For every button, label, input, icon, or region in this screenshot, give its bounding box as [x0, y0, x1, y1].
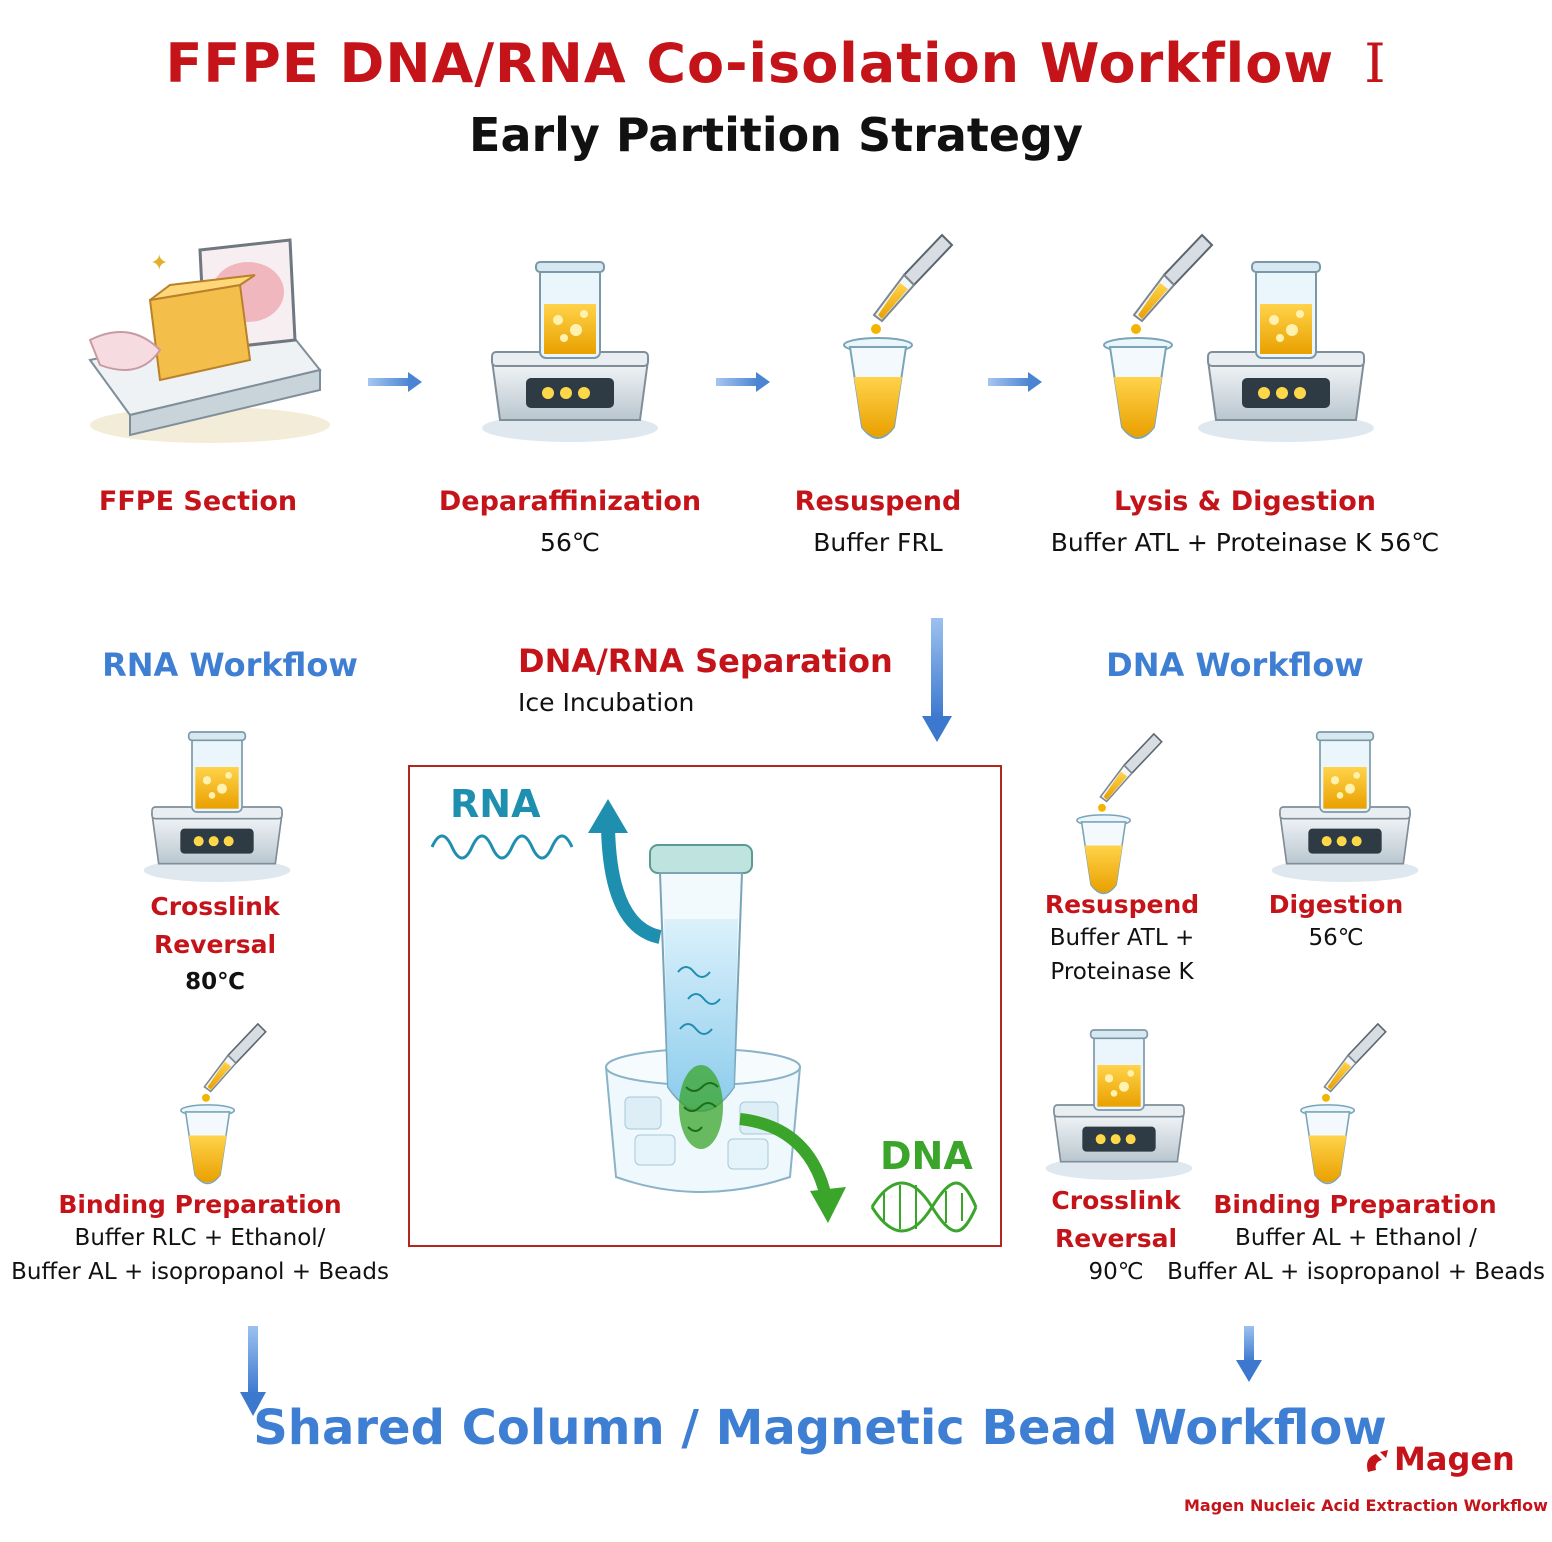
dna-binding-detail-2: Buffer AL + isopropanol + Beads: [1167, 1259, 1545, 1285]
svg-text:✦: ✦: [150, 251, 168, 276]
step-detail-resuspend: Buffer FRL: [813, 528, 943, 557]
rna-binding-label: Binding Preparation: [58, 1190, 342, 1219]
rna-crosslink-heat-block-icon: [142, 731, 292, 883]
dna-resuspend-pipette-tube-icon: [1076, 733, 1163, 895]
dna-workflow-heading: DNA Workflow: [1106, 646, 1364, 684]
title-text: FFPE DNA/RNA Co-isolation Workflow: [165, 32, 1335, 95]
step-label-deparaffinization: Deparaffinization: [438, 486, 702, 517]
dna-crosslink-detail: 90℃: [1088, 1259, 1144, 1285]
dna-binding-pipette-tube-icon: [1300, 1023, 1387, 1185]
separation-detail: Ice Incubation: [518, 688, 695, 717]
ice-separation-illustration: [430, 799, 978, 1233]
magen-logo: Magen: [1394, 1440, 1515, 1478]
lysis-heat-block-icon: [1197, 261, 1375, 443]
dna-binding-detail-1: Buffer AL + Ethanol /: [1235, 1225, 1477, 1251]
rna-crosslink-detail: 80℃: [185, 969, 245, 995]
resuspend-pipette-tube-icon: [843, 234, 953, 439]
step-label-ffpe-section: FFPE Section: [98, 486, 298, 517]
dna-digestion-label: Digestion: [1268, 890, 1404, 919]
dna-resuspend-detail-1: Buffer ATL +: [1049, 925, 1195, 951]
rna-crosslink-label-1: Crosslink: [150, 892, 280, 921]
dna-crosslink-label-1: Crosslink: [1051, 1186, 1181, 1215]
rna-binding-detail-1: Buffer RLC + Ethanol/: [74, 1225, 326, 1251]
rna-label: RNA: [450, 782, 541, 826]
step-label-resuspend: Resuspend: [794, 486, 962, 517]
dna-digestion-detail: 56℃: [1308, 925, 1364, 951]
rna-binding-detail-2: Buffer AL + isopropanol + Beads: [11, 1259, 389, 1285]
dna-crosslink-label-2: Reversal: [1054, 1224, 1178, 1253]
step-detail-lysis-digestion: Buffer ATL + Proteinase K 56℃: [1050, 528, 1440, 557]
arrow-down-icon: [922, 618, 952, 742]
ffpe-section-icon: ✦: [88, 238, 330, 443]
step-label-lysis-digestion: Lysis & Digestion: [1113, 486, 1377, 517]
arrow-down-icon: [240, 1326, 266, 1416]
arrow-right-icon: [716, 372, 770, 392]
dna-resuspend-label: Resuspend: [1044, 890, 1200, 919]
rna-crosslink-label-2: Reversal: [153, 930, 277, 959]
page-subtitle: Early Partition Strategy: [469, 108, 1083, 162]
separation-label: DNA/RNA Separation: [518, 642, 893, 680]
deparaffinization-heat-block-icon: [481, 261, 659, 443]
step-detail-deparaffinization: 56℃: [540, 528, 600, 557]
dna-label: DNA: [880, 1134, 973, 1178]
shared-workflow-label: Shared Column / Magnetic Bead Workflow: [253, 1400, 1387, 1456]
rna-workflow-heading: RNA Workflow: [102, 646, 358, 684]
arrow-right-icon: [988, 372, 1042, 392]
dna-digestion-heat-block-icon: [1270, 731, 1420, 883]
rna-binding-pipette-tube-icon: [180, 1023, 267, 1185]
separation-panel: [408, 765, 1002, 1247]
arrow-down-icon: [1236, 1326, 1262, 1382]
page-title: FFPE DNA/RNA Co-isolation Workflow Ⅰ: [0, 32, 1552, 95]
dna-crosslink-heat-block-icon: [1044, 1029, 1194, 1181]
magnet-icon: [1367, 1450, 1388, 1472]
arrow-right-icon: [368, 372, 422, 392]
dna-resuspend-detail-2: Proteinase K: [1050, 959, 1194, 985]
title-numeral: Ⅰ: [1364, 32, 1387, 95]
dna-binding-label: Binding Preparation: [1213, 1190, 1497, 1219]
logo-subtitle: Magen Nucleic Acid Extraction Workflow: [1184, 1496, 1548, 1515]
